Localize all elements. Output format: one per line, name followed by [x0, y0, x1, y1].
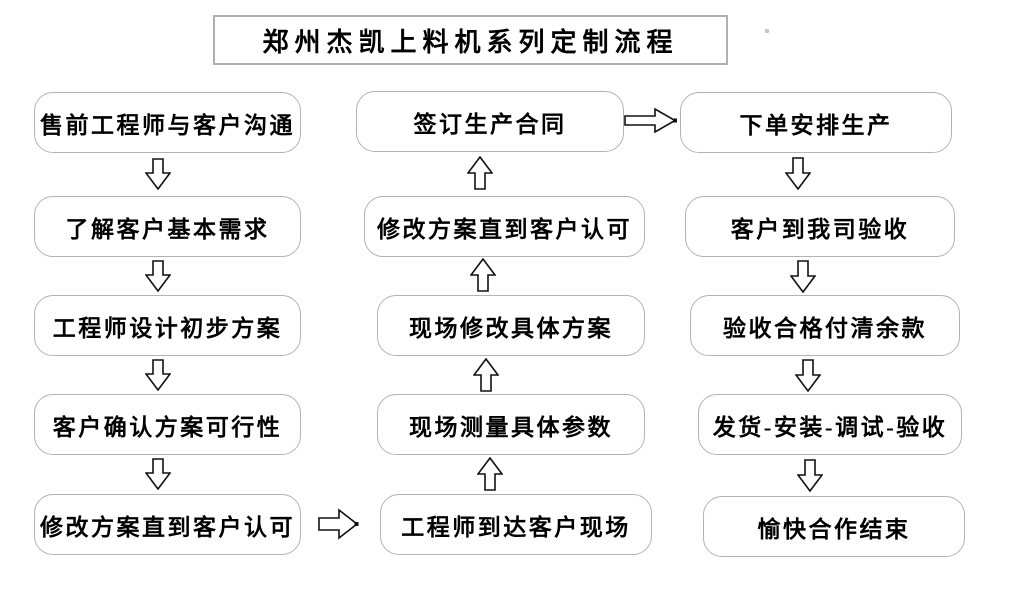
- step-right-4: 发货-安装-调试-验收: [698, 394, 962, 455]
- step-label: 愉快合作结束: [757, 516, 911, 542]
- step-label: 了解客户基本需求: [65, 216, 270, 242]
- right-arrow-icon: [624, 108, 678, 133]
- step-left-5: 修改方案直到客户认可: [34, 494, 301, 555]
- up-arrow-icon: [467, 156, 493, 190]
- step-label: 现场修改具体方案: [409, 315, 613, 341]
- step-right-5: 愉快合作结束: [703, 496, 965, 557]
- down-arrow-icon: [795, 359, 821, 392]
- step-right-1: 下单安排生产: [680, 92, 952, 153]
- step-middle-2: 现场测量具体参数: [377, 394, 645, 455]
- step-label: 下单安排生产: [739, 112, 893, 138]
- down-arrow-icon: [785, 157, 811, 190]
- page-title: 郑州杰凯上料机系列定制流程: [262, 27, 679, 57]
- down-arrow-icon: [145, 260, 171, 292]
- step-label: 修改方案直到客户认可: [40, 514, 295, 540]
- step-label: 修改方案直到客户认可: [377, 216, 632, 242]
- up-arrow-icon: [473, 358, 499, 392]
- step-left-3: 工程师设计初步方案: [34, 295, 301, 356]
- title-box: 郑州杰凯上料机系列定制流程: [213, 15, 728, 65]
- step-middle-1: 工程师到达客户现场: [380, 494, 652, 555]
- step-label: 工程师设计初步方案: [52, 315, 283, 341]
- down-arrow-icon: [145, 458, 171, 490]
- step-label: 签订生产合同: [413, 111, 567, 137]
- step-right-3: 验收合格付清余款: [690, 295, 960, 356]
- up-arrow-icon: [477, 457, 503, 491]
- step-label: 发货-安装-调试-验收: [712, 414, 948, 440]
- stray-mark: [765, 29, 769, 33]
- step-left-4: 客户确认方案可行性: [34, 394, 301, 455]
- step-middle-5: 签订生产合同: [356, 91, 624, 152]
- down-arrow-icon: [145, 158, 171, 190]
- step-label: 客户确认方案可行性: [52, 414, 283, 440]
- step-middle-4: 修改方案直到客户认可: [364, 196, 645, 257]
- step-right-2: 客户到我司验收: [685, 196, 955, 257]
- down-arrow-icon: [797, 459, 823, 492]
- step-label: 售前工程师与客户沟通: [40, 112, 295, 138]
- down-arrow-icon: [790, 260, 816, 293]
- down-arrow-icon: [145, 359, 171, 391]
- right-arrow-icon: [318, 508, 359, 540]
- up-arrow-icon: [470, 258, 496, 292]
- step-label: 客户到我司验收: [730, 216, 910, 242]
- step-label: 现场测量具体参数: [409, 414, 613, 440]
- step-left-2: 了解客户基本需求: [34, 196, 301, 257]
- step-label: 验收合格付清余款: [723, 315, 927, 341]
- step-left-1: 售前工程师与客户沟通: [34, 92, 301, 153]
- step-middle-3: 现场修改具体方案: [377, 295, 645, 356]
- step-label: 工程师到达客户现场: [401, 514, 631, 540]
